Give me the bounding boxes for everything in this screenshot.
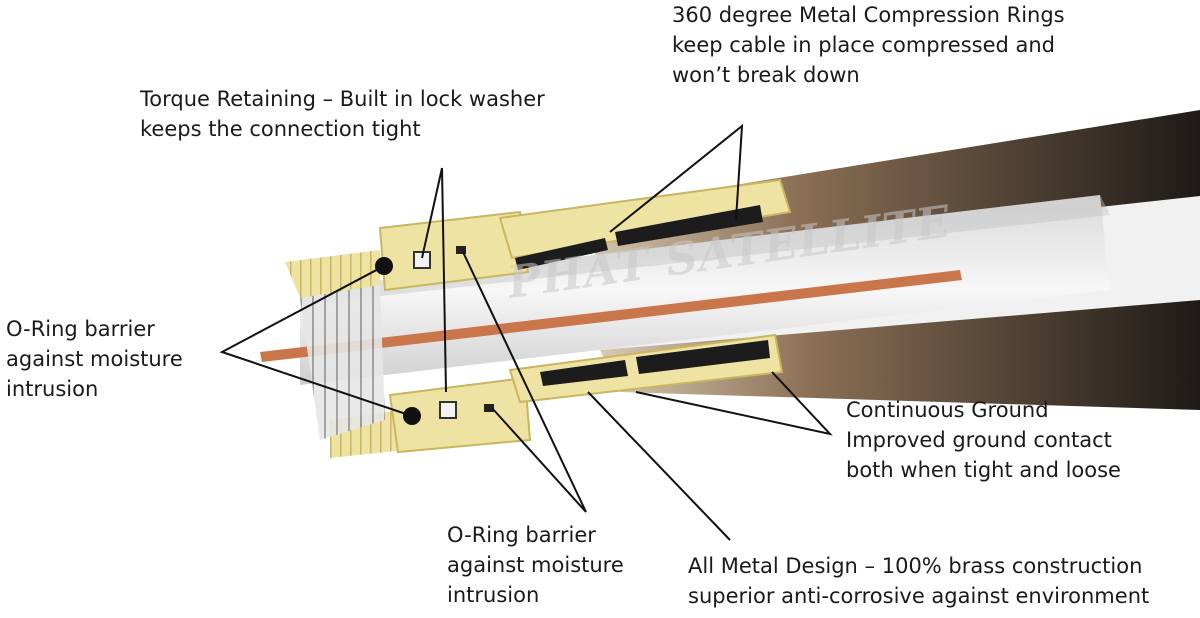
- callout-continuous-ground: Continuous Ground Improved ground contac…: [846, 395, 1121, 485]
- leader-oring-left: [219, 265, 413, 417]
- callout-compression-rings: 360 degree Metal Compression Rings keep …: [672, 0, 1065, 90]
- callout-compression-line-1: 360 degree Metal Compression Rings: [672, 3, 1065, 27]
- callout-torque-line-2: keeps the connection tight: [140, 117, 421, 141]
- compression-rings: [515, 205, 770, 386]
- callout-ground-line-3: both when tight and loose: [846, 458, 1121, 482]
- seal-bottom: [484, 404, 494, 412]
- leader-lines: [219, 123, 833, 541]
- callout-compression-line-2: keep cable in place compressed and: [672, 33, 1056, 57]
- leader-oring-bottom: [462, 251, 587, 513]
- brass-nut: [285, 210, 532, 458]
- callout-oring-bottom-line-1: O-Ring barrier: [447, 523, 596, 547]
- leader-metal: [587, 391, 731, 541]
- lock-washer-top: [413, 251, 431, 269]
- callout-torque-line-1: Torque Retaining – Built in lock washer: [140, 87, 545, 111]
- callout-oring-left-line-3: intrusion: [6, 377, 99, 401]
- leader-compression: [609, 123, 744, 233]
- callout-oring-left-line-1: O-Ring barrier: [6, 317, 155, 341]
- callout-oring-bottom-line-3: intrusion: [447, 583, 540, 607]
- lock-washer-bottom: [439, 401, 457, 419]
- callout-all-metal-design: All Metal Design – 100% brass constructi…: [688, 551, 1149, 611]
- callout-compression-line-3: won’t break down: [672, 63, 860, 87]
- callout-o-ring-bottom: O-Ring barrier against moisture intrusio…: [447, 520, 624, 610]
- callout-ground-line-1: Continuous Ground: [846, 398, 1049, 422]
- seal-top: [456, 246, 466, 254]
- leader-ground: [635, 371, 833, 436]
- callout-metal-line-2: superior anti-corrosive against environm…: [688, 584, 1150, 608]
- callout-oring-bottom-line-2: against moisture: [447, 553, 624, 577]
- leader-torque: [421, 167, 447, 393]
- callout-oring-left-line-2: against moisture: [6, 347, 183, 371]
- callout-metal-line-1: All Metal Design – 100% brass constructi…: [688, 554, 1143, 578]
- callout-o-ring-left: O-Ring barrier against moisture intrusio…: [6, 314, 183, 404]
- center-conductor: [260, 270, 962, 362]
- callout-ground-line-2: Improved ground contact: [846, 428, 1112, 452]
- callout-torque-retaining: Torque Retaining – Built in lock washer …: [140, 84, 545, 144]
